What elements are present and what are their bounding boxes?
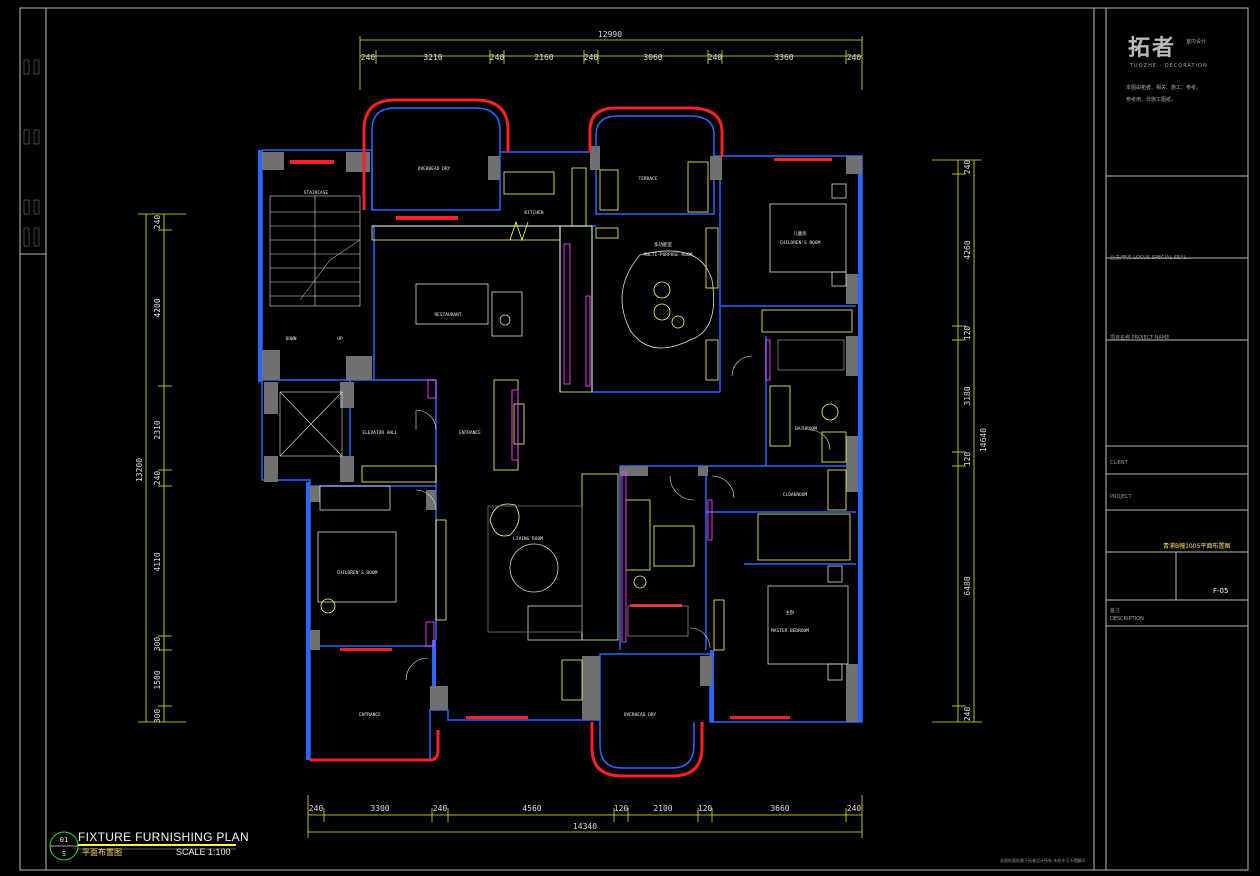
dim-right-seg: 6480 xyxy=(963,576,972,595)
room-labels: OVERHEAD DRY STAIRCASE DOWN UP KITCHEN T… xyxy=(286,166,821,718)
dim-top-seg: 240 xyxy=(490,53,505,62)
magenta-accents xyxy=(425,243,771,647)
room-label: 主卧 xyxy=(786,609,795,616)
dimension-labels-vertical: 13200 240 4200 2310 240 4110 300 1500 30… xyxy=(135,160,988,724)
dim-right-total: 14640 xyxy=(979,428,988,452)
dim-right-seg: 120 xyxy=(963,452,972,467)
room-label: UP xyxy=(337,336,343,342)
dim-left-seg: 300 xyxy=(153,637,162,652)
dim-top-seg: 3360 xyxy=(774,53,793,62)
dim-top-seg: 240 xyxy=(847,53,862,62)
windows xyxy=(290,158,832,719)
sheet-frame xyxy=(19,7,1249,871)
room-label: KITCHEN xyxy=(525,210,544,216)
dim-bottom-seg: 3300 xyxy=(370,804,389,813)
drawing-name: 青浦B幢1005平面布置图 xyxy=(1163,543,1231,550)
field-label: CLIENT xyxy=(1110,460,1128,466)
dim-left-seg: 240 xyxy=(153,471,162,486)
doors xyxy=(405,355,831,681)
footer-note: 本图纸版权属于拓者设计所有 未经许可不得翻印 xyxy=(1000,858,1086,863)
dim-bottom-seg: 120 xyxy=(614,804,629,813)
room-label: 儿童房 xyxy=(793,230,807,237)
desc-label: 备注 xyxy=(1110,608,1121,614)
room-label: ENTRANCE xyxy=(359,712,381,718)
drawing-title: FIXTURE FURNISHING PLAN xyxy=(78,830,249,844)
room-label: BATHROOM xyxy=(795,426,817,432)
room-label: DOWN xyxy=(286,336,297,342)
dim-top-seg: 2160 xyxy=(534,53,553,62)
balconies xyxy=(310,98,724,778)
dimension-lines xyxy=(138,36,982,838)
room-label: MASTER BEDROOM xyxy=(771,628,809,634)
dim-bottom-seg: 2100 xyxy=(653,804,672,813)
room-label: LIVING ROOM xyxy=(513,536,543,542)
dim-right-seg: 240 xyxy=(963,707,972,722)
callout-sheet: S xyxy=(62,850,66,858)
dim-left-total: 13200 xyxy=(135,458,144,482)
company-logo: 拓者 xyxy=(1128,36,1177,61)
room-label: MULTI-PURPOSE ROOM xyxy=(644,252,693,258)
description: DESCRIPTION xyxy=(1110,616,1144,622)
room-label: OVERHEAD DRY xyxy=(624,712,657,718)
room-label: RESTAURANT xyxy=(434,312,461,318)
title-note: 参考用，非施工图纸。 xyxy=(1126,97,1177,103)
dim-right-seg: 4260 xyxy=(963,240,972,259)
field-label: 项目名称 PROJECT NAME xyxy=(1110,335,1170,341)
callout-number: 01 xyxy=(60,836,68,844)
dim-top-seg: 240 xyxy=(361,53,376,62)
room-label: CHILDREN'S ROOM xyxy=(780,240,821,246)
columns xyxy=(262,146,862,722)
dim-left-seg: 300 xyxy=(153,709,162,724)
left-strip-marks xyxy=(23,59,40,247)
room-label: 多功能室 xyxy=(654,241,672,248)
company-sub: 室内设计 xyxy=(1186,39,1207,45)
dim-left-seg: 4200 xyxy=(153,298,162,317)
dim-right-seg: 120 xyxy=(963,326,972,341)
dim-top-seg: 3060 xyxy=(643,53,662,62)
room-label: CHILDREN'S ROOM xyxy=(337,570,378,576)
room-label: ELEVATOR HALL xyxy=(362,430,398,436)
drawing-scale: SCALE 1:100 xyxy=(176,847,231,857)
dim-left-seg: 240 xyxy=(153,215,162,230)
room-label: CLOAKROOM xyxy=(783,492,808,498)
dim-bottom-seg: 3660 xyxy=(770,804,789,813)
dim-left-seg: 1500 xyxy=(153,670,162,689)
dim-bottom-total: 14340 xyxy=(573,822,597,831)
drawing-number: F-05 xyxy=(1213,587,1229,595)
title-callout: 01 S xyxy=(49,831,236,861)
dim-top-total: 12990 xyxy=(598,30,622,39)
field-label: 业主/甲方 LOCUS SPECIAL SEAL xyxy=(1110,255,1187,261)
dim-bottom-seg: 4560 xyxy=(522,804,541,813)
dim-right-seg: 240 xyxy=(963,160,972,175)
dim-left-seg: 2310 xyxy=(153,420,162,439)
dim-left-seg: 4110 xyxy=(153,552,162,571)
title-note: 本图由拓者、相关、施工、参考。 xyxy=(1126,85,1202,91)
room-label: OVERHEAD DRY xyxy=(418,166,451,172)
furniture xyxy=(317,161,853,701)
dim-bottom-seg: 240 xyxy=(847,804,862,813)
company-en: TUOZHE · DECORATION xyxy=(1130,63,1208,69)
room-label: STAIRCASE xyxy=(304,190,329,196)
room-label: TERRACE xyxy=(639,176,658,182)
drawing-subtitle: 平面布置图 xyxy=(82,848,122,857)
dim-top-seg: 240 xyxy=(708,53,723,62)
staircase xyxy=(269,195,361,457)
dim-top-seg: 240 xyxy=(584,53,599,62)
room-label: ENTRANCE xyxy=(459,430,481,436)
dim-top-seg: 3210 xyxy=(423,53,442,62)
dim-right-seg: 3180 xyxy=(963,386,972,405)
dim-bottom-seg: 240 xyxy=(433,804,448,813)
dim-bottom-seg: 120 xyxy=(698,804,713,813)
field-label: PROJECT xyxy=(1110,494,1132,500)
dimension-labels: 12990 240 3210 240 2160 240 3060 240 336… xyxy=(309,30,862,831)
dim-bottom-seg: 240 xyxy=(309,804,324,813)
